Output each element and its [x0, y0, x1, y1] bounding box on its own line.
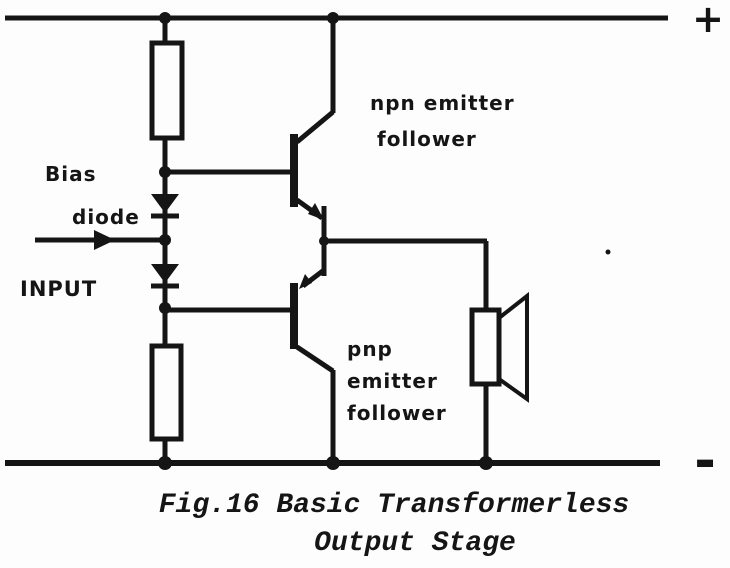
plus-terminal-label: + [692, 0, 724, 41]
speaker-driver [469, 307, 502, 387]
pnp-label-line3: follower [347, 401, 447, 425]
junction-dot [479, 456, 493, 470]
lower-bias-resistor [149, 343, 184, 442]
npn-label-line2: follower [377, 127, 477, 151]
npn-label-line1: npn emitter [370, 91, 515, 115]
junction-dot [159, 12, 171, 24]
speaker-cone [497, 291, 529, 403]
input-arrowhead-icon [94, 230, 115, 250]
stray-dot [605, 249, 611, 255]
npn-collector-lead [295, 110, 335, 144]
input-arrow [35, 230, 163, 250]
junction-dot [326, 456, 340, 470]
junction-dot [159, 166, 171, 178]
bias-diode-2 [151, 264, 179, 289]
diode-label: diode [72, 205, 140, 229]
npn-transistor [290, 18, 336, 221]
junction-dot [158, 456, 172, 470]
pnp-label-line1: pnp [347, 337, 393, 361]
minus-terminal-label: - [694, 431, 716, 491]
npn-emitter-arrow-icon [308, 203, 324, 220]
upper-bias-resistor [149, 40, 185, 141]
diode-anode-triangle [151, 264, 179, 283]
bias-diode-1 [151, 194, 179, 219]
input-label: INPUT [20, 277, 97, 301]
pnp-collector-lead [295, 344, 335, 374]
loudspeaker [469, 241, 529, 463]
junction-dot [159, 302, 171, 314]
junction-dot [327, 12, 339, 24]
bias-label: Bias [45, 162, 97, 186]
diode-anode-triangle [151, 194, 179, 213]
junction-dot [319, 236, 329, 246]
pnp-transistor [290, 268, 336, 463]
junction-dot [159, 234, 171, 246]
figure-caption-line2: Output Stage [314, 528, 516, 559]
figure-caption-line1: Fig.16 Basic Transformerless [159, 490, 629, 521]
pnp-emitter-arrow-icon [299, 274, 312, 289]
pnp-label-line2: emitter [347, 369, 438, 393]
